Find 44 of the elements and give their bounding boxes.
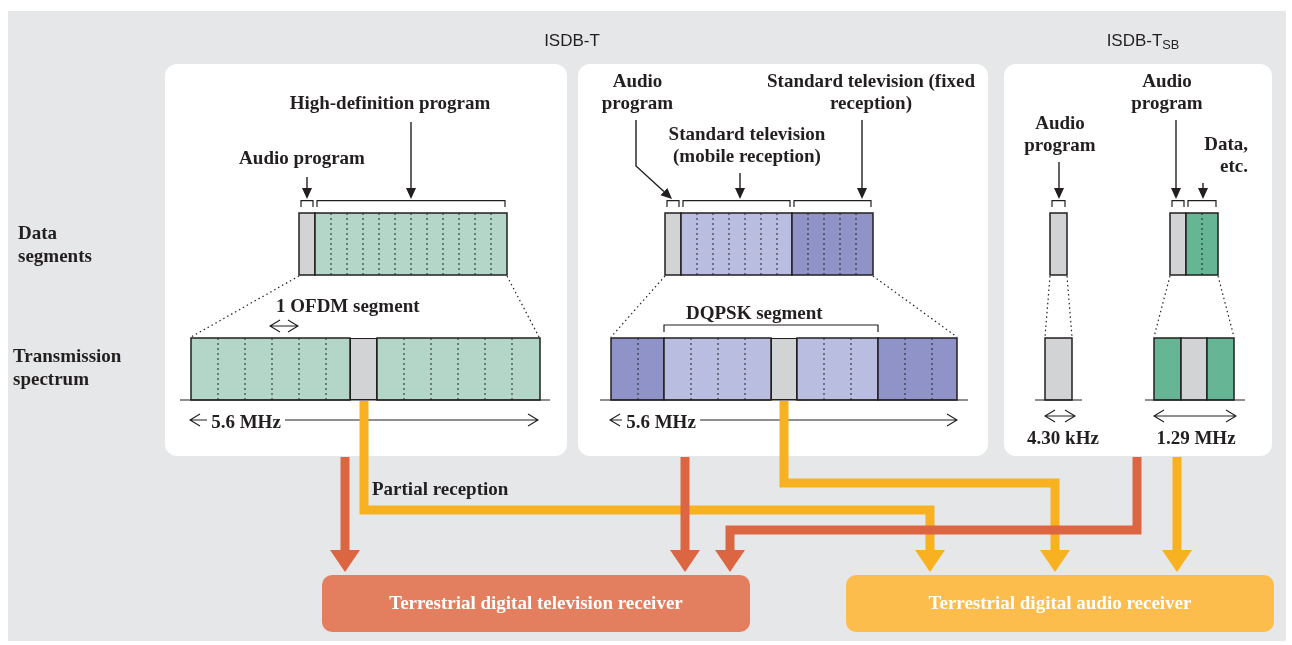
arrow: [359, 401, 945, 572]
callout-text: Audio program: [1120, 70, 1214, 116]
arrow: [857, 119, 867, 199]
arrow: [1198, 182, 1208, 199]
arrow: [302, 176, 312, 199]
arrow: [1054, 161, 1064, 199]
arrow: [670, 457, 700, 572]
callout-text: Standard television (mobile reception): [636, 123, 858, 169]
arrow: [715, 457, 1142, 572]
callout-text: Audio program: [585, 70, 690, 116]
bracketed-segment: [681, 200, 792, 276]
bracketed-segment: [1170, 200, 1186, 276]
heading: ISDB-T$_{SB}$: [1105, 30, 1181, 54]
segment-label: 1 OFDM segment: [276, 294, 421, 318]
arrow: [406, 121, 416, 199]
callout-text: High-definition program: [255, 92, 525, 118]
bracketed-segment: [792, 200, 873, 276]
arrow: [1171, 119, 1181, 199]
row-label: Data segments: [18, 221, 93, 267]
row-label: Transmission spectrum: [13, 344, 123, 390]
bracketed-segment: [1186, 200, 1218, 276]
heading: ISDB-T: [543, 30, 601, 52]
receiver-box: Terrestrial digital audio receiver: [846, 575, 1274, 632]
panel: [1004, 64, 1272, 456]
callout-text: Audio program: [1018, 112, 1102, 158]
dimension-label: 1.29 MHz: [1155, 426, 1237, 450]
arrow: [330, 457, 360, 572]
callout-text: Standard television (fixed reception): [760, 70, 982, 116]
bracketed-segment: [665, 200, 681, 276]
arrow: [1162, 457, 1192, 572]
bracketed-segment: [315, 200, 507, 276]
dimension-label: 4.30 kHz: [1026, 426, 1100, 450]
segment-bar: [350, 338, 377, 400]
receiver-box: Terrestrial digital television receiver: [322, 575, 750, 632]
arrow: [779, 401, 1070, 572]
edge-label: Partial reception: [372, 477, 509, 501]
bracketed-segment: [299, 200, 315, 276]
segment-label: DQPSK segment: [686, 301, 824, 325]
callout-text: Data, etc.: [1186, 133, 1248, 179]
callout-text: Audio program: [212, 147, 392, 173]
segment-bar: [771, 338, 797, 400]
bracketed-segment: [1050, 200, 1067, 276]
arrow: [735, 172, 745, 199]
arrow: [635, 119, 672, 199]
